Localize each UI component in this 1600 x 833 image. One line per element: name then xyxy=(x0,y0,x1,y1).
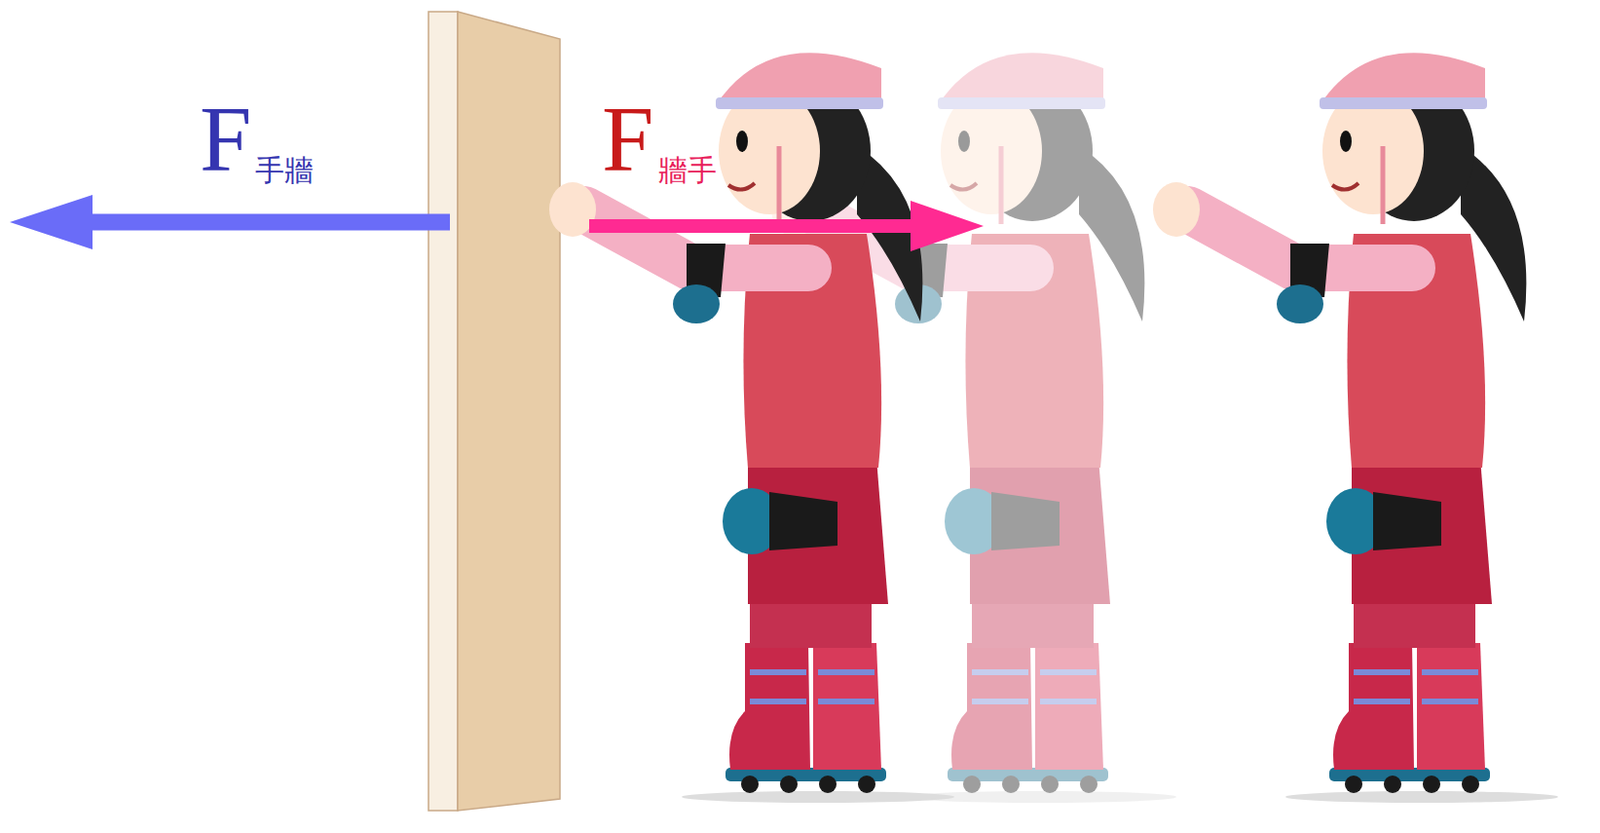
arrow-head xyxy=(9,194,93,250)
force-arrow xyxy=(589,219,916,233)
arrow-head xyxy=(910,200,984,252)
force-symbol: F xyxy=(199,92,252,187)
force-subscript: 牆手 xyxy=(658,155,717,186)
girl-rolled-back xyxy=(1153,52,1559,803)
wall-face xyxy=(457,11,560,811)
wall-side xyxy=(428,11,458,811)
girl-pushing xyxy=(549,52,955,803)
force-subscript: 手牆 xyxy=(255,155,314,186)
force-symbol: F xyxy=(601,92,654,187)
force-arrow xyxy=(87,214,450,231)
